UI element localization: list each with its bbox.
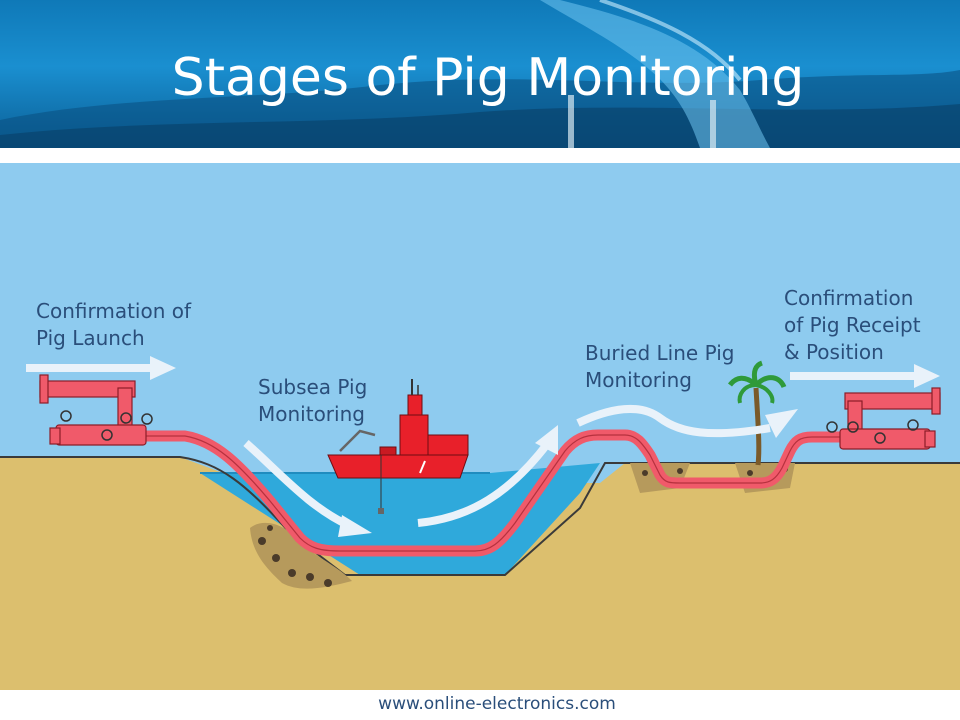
pig-launcher xyxy=(39,374,153,446)
stage-label-launch: Confirmation of Pig Launch xyxy=(36,299,192,350)
header-banner: Stages of Pig Monitoring xyxy=(0,0,960,148)
receipt-arrow xyxy=(790,364,940,388)
pig-monitoring-diagram xyxy=(0,163,960,690)
footer-url: www.online-electronics.com xyxy=(378,694,616,714)
stage-label-receipt: Confirmation of Pig Receipt & Position xyxy=(784,286,921,364)
stage-label-buried: Buried Line Pig Monitoring xyxy=(585,341,735,392)
palm-tree xyxy=(728,360,787,466)
page-title: Stages of Pig Monitoring xyxy=(171,48,805,108)
survey-ship xyxy=(327,379,469,514)
flow-arrows xyxy=(26,356,940,537)
launch-arrow xyxy=(26,356,176,380)
rock-dump-left xyxy=(250,522,352,589)
stage-label-subsea: Subsea Pig Monitoring xyxy=(258,375,368,426)
pig-receiver xyxy=(826,387,941,450)
pipeline-photo-background xyxy=(0,0,960,148)
